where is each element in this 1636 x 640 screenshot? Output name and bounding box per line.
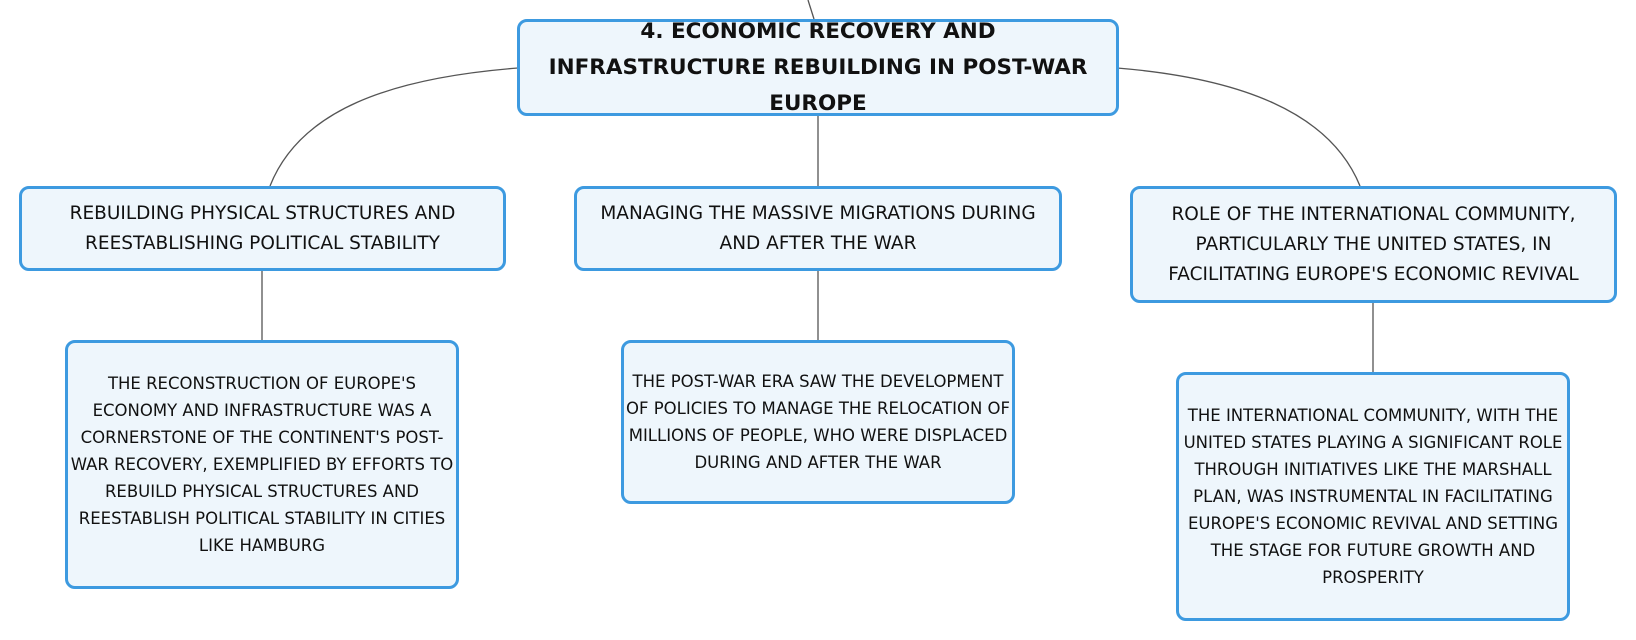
detail-node-international-community[interactable]: THE INTERNATIONAL COMMUNITY, WITH THE UN… xyxy=(1176,372,1570,621)
root-node-label: 4. ECONOMIC RECOVERY AND INFRASTRUCTURE … xyxy=(548,18,1088,116)
detail-node-text: THE POST-WAR ERA SAW THE DEVELOPMENT OF … xyxy=(625,372,1011,472)
detail-node-text: THE INTERNATIONAL COMMUNITY, WITH THE UN… xyxy=(1183,406,1563,587)
branch-node-label: ROLE OF THE INTERNATIONAL COMMUNITY, PAR… xyxy=(1168,203,1579,285)
detail-node-migrations[interactable]: THE POST-WAR ERA SAW THE DEVELOPMENT OF … xyxy=(621,340,1015,504)
root-node[interactable]: 4. ECONOMIC RECOVERY AND INFRASTRUCTURE … xyxy=(517,19,1119,116)
connector-root-to-branch-1 xyxy=(269,67,519,187)
branch-node-label: REBUILDING PHYSICAL STRUCTURES AND REEST… xyxy=(69,202,456,254)
connector-parent-to-root xyxy=(807,0,815,20)
detail-node-rebuilding[interactable]: THE RECONSTRUCTION OF EUROPE'S ECONOMY A… xyxy=(65,340,459,589)
branch-node-migrations[interactable]: MANAGING THE MASSIVE MIGRATIONS DURING A… xyxy=(574,186,1062,271)
branch-node-international-community[interactable]: ROLE OF THE INTERNATIONAL COMMUNITY, PAR… xyxy=(1130,186,1617,303)
branch-node-label: MANAGING THE MASSIVE MIGRATIONS DURING A… xyxy=(600,202,1036,254)
connector-root-to-branch-3 xyxy=(1116,67,1361,187)
detail-node-text: THE RECONSTRUCTION OF EUROPE'S ECONOMY A… xyxy=(70,374,454,555)
branch-node-rebuilding[interactable]: REBUILDING PHYSICAL STRUCTURES AND REEST… xyxy=(19,186,506,271)
